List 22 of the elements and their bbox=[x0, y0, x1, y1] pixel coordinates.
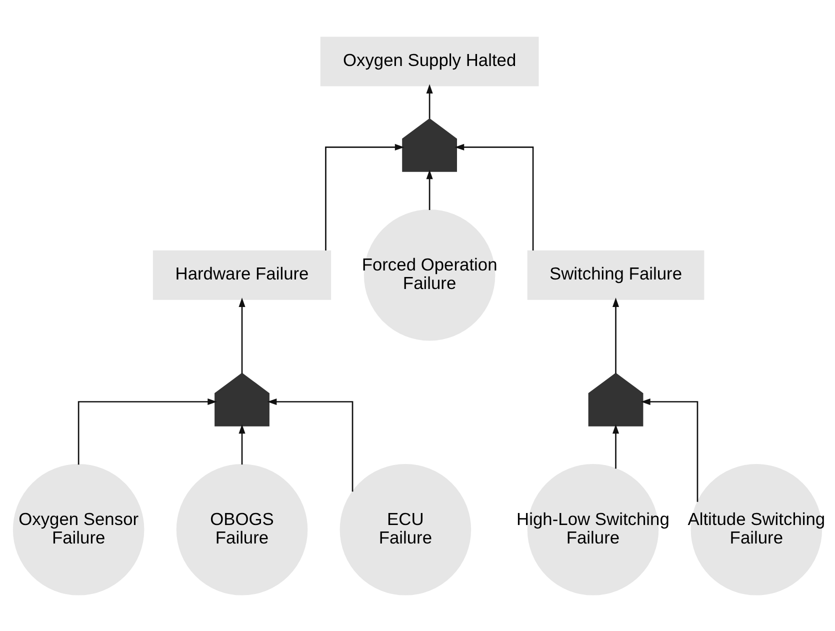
node-gate bbox=[214, 372, 270, 426]
node-box: Switching Failure bbox=[527, 250, 704, 300]
node-circle: Forced Operation Failure bbox=[364, 209, 496, 340]
node-gate bbox=[588, 372, 644, 426]
node-label: High-Low Switching bbox=[516, 508, 670, 528]
arrow bbox=[267, 398, 354, 492]
arrow bbox=[238, 424, 246, 464]
node-box: Hardware Failure bbox=[152, 250, 332, 300]
arrow bbox=[426, 169, 433, 210]
arrow bbox=[78, 398, 218, 464]
arrow bbox=[238, 297, 246, 374]
node-circle: ECU Failure bbox=[340, 464, 472, 595]
node-gate bbox=[402, 118, 458, 172]
node-box: Oxygen Supply Halted bbox=[320, 36, 539, 86]
arrow bbox=[426, 84, 433, 118]
arrow bbox=[640, 398, 698, 502]
node-circle: OBOGS Failure bbox=[176, 464, 308, 595]
arrow bbox=[612, 424, 620, 468]
arrow bbox=[325, 143, 404, 250]
arrow bbox=[454, 143, 534, 250]
node-circle: Oxygen Sensor Failure bbox=[12, 464, 144, 595]
arrow bbox=[612, 297, 620, 374]
